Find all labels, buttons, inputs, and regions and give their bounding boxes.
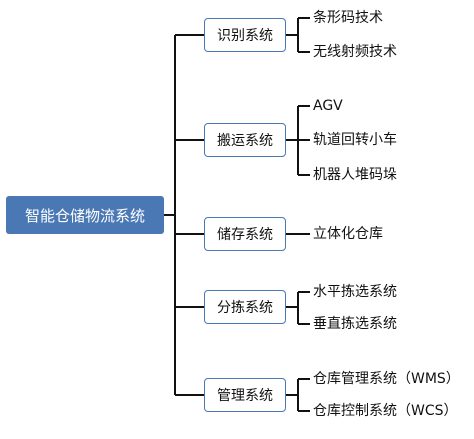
leaf-agv: AGV [313, 98, 343, 114]
category-storage-system: 储存系统 [204, 217, 286, 251]
category-identification-system: 识别系统 [204, 18, 286, 52]
root-label: 智能仓储物流系统 [24, 206, 145, 225]
category-label: 搬运系统 [217, 133, 273, 149]
leaf-asrs: 立体化仓库 [313, 226, 383, 242]
leaf-palletizing-robot: 机器人堆码垛 [313, 167, 397, 183]
category-label: 储存系统 [217, 227, 273, 243]
leaf-rfid: 无线射频技术 [313, 44, 397, 60]
root-node: 智能仓储物流系统 [6, 196, 164, 234]
category-label: 分拣系统 [217, 300, 273, 316]
leaf-wcs: 仓库控制系统（WCS） [313, 403, 458, 419]
category-sorting-system: 分拣系统 [204, 290, 286, 324]
category-handling-system: 搬运系统 [204, 123, 286, 157]
category-management-system: 管理系统 [204, 378, 286, 412]
category-label: 识别系统 [217, 28, 273, 44]
leaf-rgv: 轨道回转小车 [313, 132, 397, 148]
category-label: 管理系统 [217, 388, 273, 404]
leaf-horizontal-picking: 水平拣选系统 [313, 284, 397, 300]
leaf-barcode: 条形码技术 [313, 10, 383, 26]
leaf-vertical-picking: 垂直拣选系统 [313, 316, 397, 332]
leaf-wms: 仓库管理系统（WMS） [313, 371, 460, 387]
